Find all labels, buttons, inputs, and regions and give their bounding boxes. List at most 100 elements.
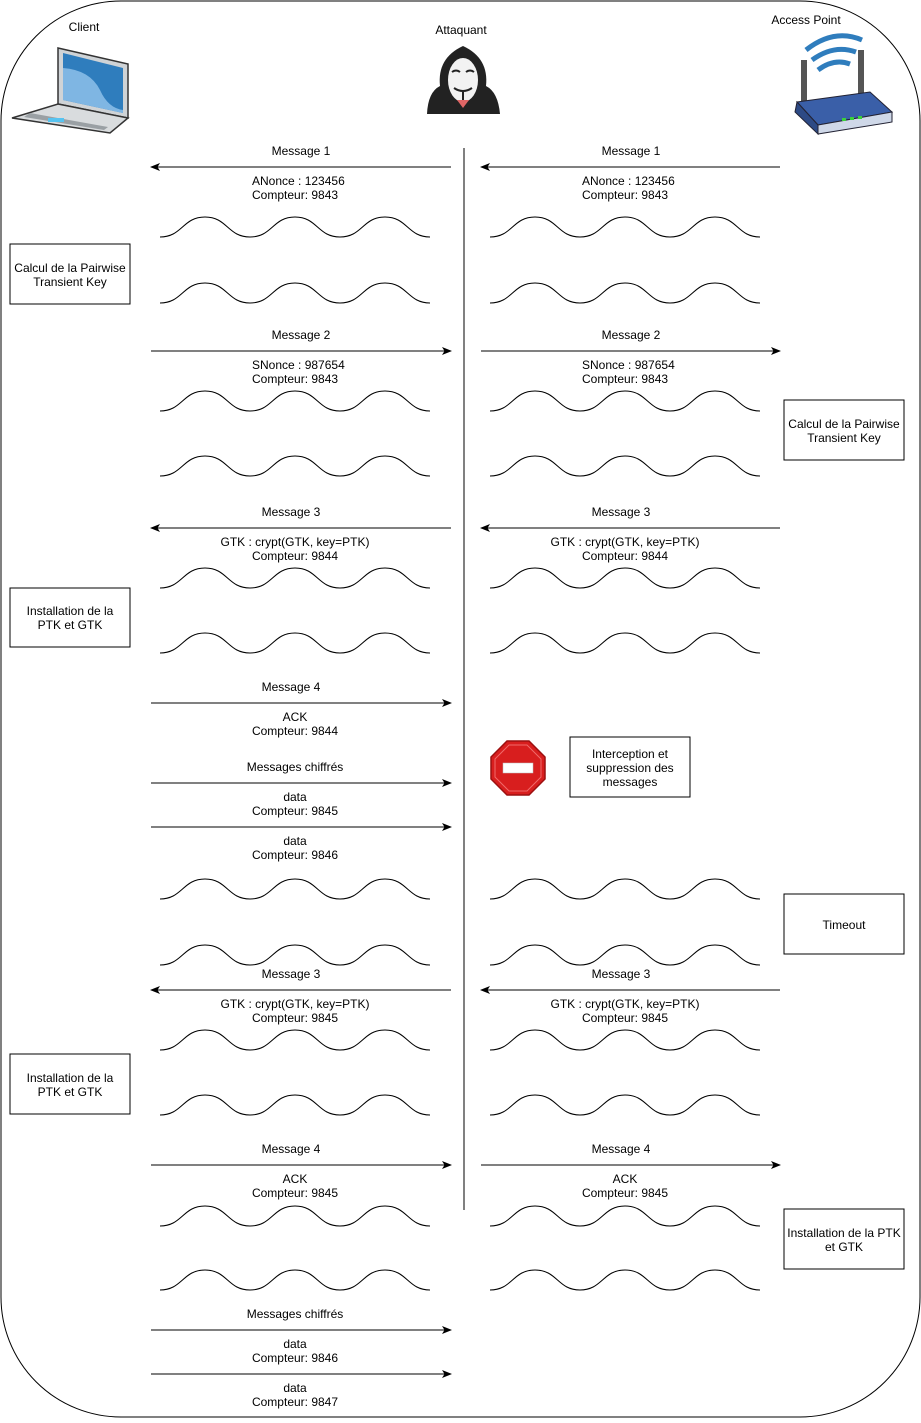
wavy-line [489, 1269, 761, 1291]
message-title: Messages chiffrés [247, 760, 344, 774]
encrypted-messages-1: Messages chiffrés data Compteur: 9845 da… [151, 760, 452, 862]
svg-text:Timeout: Timeout [823, 918, 867, 932]
timeout-box: Timeout [783, 893, 905, 955]
svg-text:Interception et: Interception et [592, 747, 669, 761]
message-3b-right: Message 3 GTK : crypt(GTK, key=PTK) Comp… [480, 967, 780, 1025]
svg-text:et GTK: et GTK [825, 1240, 863, 1254]
attacker-label: Attaquant [435, 23, 487, 37]
message-line-1: data [283, 834, 307, 848]
svg-text:Calcul de la Pairwise: Calcul de la Pairwise [788, 417, 900, 431]
wavy-line [159, 216, 431, 238]
message-line-1: GTK : crypt(GTK, key=PTK) [550, 535, 699, 549]
ap-ptk-box: Calcul de la Pairwise Transient Key [783, 399, 905, 461]
message-title: Message 2 [602, 328, 661, 342]
ap-install-box: Installation de la PTK et GTK [783, 1208, 905, 1270]
message-line-2: Compteur: 9843 [252, 188, 338, 202]
message-title: Message 3 [262, 967, 321, 981]
message-line-1: data [283, 1381, 307, 1395]
message-line-2: Compteur: 9843 [582, 372, 668, 386]
message-title: Message 4 [592, 1142, 651, 1156]
interception-box: Interception et suppression des messages [569, 736, 691, 798]
message-title: Message 2 [272, 328, 331, 342]
svg-text:messages: messages [603, 775, 658, 789]
message-title: Message 1 [602, 144, 661, 158]
svg-text:Transient Key: Transient Key [807, 431, 881, 445]
message-line-1: data [283, 1337, 307, 1351]
client-install-box-2: Installation de la PTK et GTK [9, 1053, 131, 1115]
message-line-2: Compteur: 9845 [252, 1011, 338, 1025]
wavy-line [159, 1269, 431, 1291]
message-line-2: Compteur: 9845 [252, 1186, 338, 1200]
anonymous-mask-icon [427, 46, 500, 114]
message-line-1: ACK [283, 1172, 308, 1186]
message-line-1: SNonce : 987654 [252, 358, 345, 372]
message-1-left: Message 1 ANonce : 123456 Compteur: 9843 [150, 144, 451, 202]
wavy-line [489, 390, 761, 412]
svg-text:PTK et GTK: PTK et GTK [38, 618, 103, 632]
time-break-waves [159, 216, 761, 1291]
svg-text:Installation de la PTK: Installation de la PTK [787, 1226, 900, 1240]
message-title: Message 3 [592, 967, 651, 981]
message-line-1: ACK [283, 710, 308, 724]
client-label: Client [69, 20, 100, 34]
wavy-line [489, 282, 761, 304]
message-line-2: Compteur: 9845 [252, 804, 338, 818]
wavy-line [159, 1094, 431, 1116]
message-line-2: Compteur: 9843 [252, 372, 338, 386]
laptop-icon [11, 47, 130, 134]
message-line-2: Compteur: 9845 [582, 1011, 668, 1025]
message-line-1: SNonce : 987654 [582, 358, 675, 372]
message-3b-left: Message 3 GTK : crypt(GTK, key=PTK) Comp… [150, 967, 451, 1025]
message-title: Messages chiffrés [247, 1307, 344, 1321]
message-line-1: ACK [613, 1172, 638, 1186]
message-line-1: GTK : crypt(GTK, key=PTK) [220, 997, 369, 1011]
wavy-line [489, 216, 761, 238]
wavy-line [489, 1029, 761, 1051]
message-line-2: Compteur: 9847 [252, 1395, 338, 1409]
message-title: Message 3 [262, 505, 321, 519]
wavy-line [489, 878, 761, 900]
svg-text:Installation de la: Installation de la [27, 1071, 114, 1085]
message-title: Message 4 [262, 680, 321, 694]
message-2-right: Message 2 SNonce : 987654 Compteur: 9843 [481, 328, 781, 386]
no-entry-icon [490, 740, 546, 796]
message-2-left: Message 2 SNonce : 987654 Compteur: 9843 [151, 328, 452, 386]
svg-text:Calcul de la Pairwise: Calcul de la Pairwise [14, 261, 126, 275]
message-4b-left: Message 4 ACK Compteur: 9845 [151, 1142, 452, 1200]
wavy-line [159, 944, 431, 966]
wavy-line [159, 878, 431, 900]
wavy-line [489, 1094, 761, 1116]
svg-text:Transient Key: Transient Key [33, 275, 107, 289]
message-3a-left: Message 3 GTK : crypt(GTK, key=PTK) Comp… [150, 505, 451, 563]
wifi-router-icon [794, 33, 894, 136]
message-line-1: ANonce : 123456 [582, 174, 675, 188]
message-line-2: Compteur: 9844 [252, 549, 338, 563]
message-line-2: Compteur: 9843 [582, 188, 668, 202]
message-title: Message 4 [262, 1142, 321, 1156]
message-3a-right: Message 3 GTK : crypt(GTK, key=PTK) Comp… [480, 505, 780, 563]
ap-label: Access Point [771, 13, 841, 27]
wavy-line [489, 455, 761, 477]
wavy-line [159, 282, 431, 304]
wavy-line [159, 1205, 431, 1227]
client-install-box-1: Installation de la PTK et GTK [9, 587, 131, 648]
message-line-2: Compteur: 9846 [252, 848, 338, 862]
wavy-line [159, 567, 431, 589]
wavy-line [489, 944, 761, 966]
message-line-1: GTK : crypt(GTK, key=PTK) [550, 997, 699, 1011]
message-title: Message 1 [272, 144, 331, 158]
message-line-2: Compteur: 9844 [582, 549, 668, 563]
message-line-2: Compteur: 9844 [252, 724, 338, 738]
message-line-1: GTK : crypt(GTK, key=PTK) [220, 535, 369, 549]
svg-text:suppression des: suppression des [586, 761, 673, 775]
svg-text:Installation de la: Installation de la [27, 604, 114, 618]
message-line-2: Compteur: 9846 [252, 1351, 338, 1365]
message-4a-left: Message 4 ACK Compteur: 9844 [151, 680, 452, 738]
wavy-line [489, 1205, 761, 1227]
wavy-line [489, 632, 761, 654]
wavy-line [489, 567, 761, 589]
message-title: Message 3 [592, 505, 651, 519]
message-line-1: data [283, 790, 307, 804]
wavy-line [159, 390, 431, 412]
